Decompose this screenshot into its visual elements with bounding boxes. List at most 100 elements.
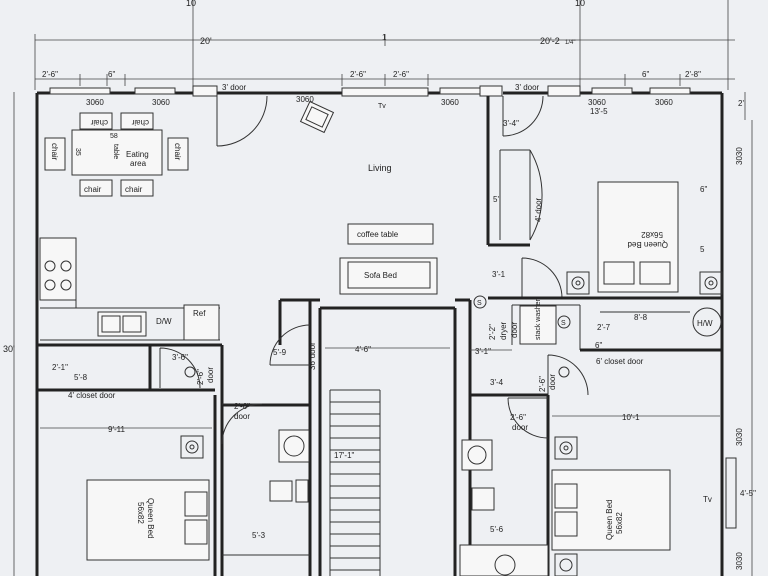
dim-2-6-v-left: 2'-6" xyxy=(196,369,205,385)
door-v-right: door xyxy=(548,374,557,390)
dining-table xyxy=(71,129,163,176)
dim-right-3030-c: 3030 xyxy=(735,552,744,570)
stair-hall: 5'-9 36"door 4'-6" 17'-1" xyxy=(269,298,470,576)
dim-top-right-total-frac: 1/4" xyxy=(565,40,575,46)
dim-seg-6-left: 6" xyxy=(108,70,115,79)
s-mark-a: S xyxy=(477,300,482,307)
dim-3-4: 3'-4" xyxy=(503,119,519,128)
dim-left-30: 30' xyxy=(3,344,15,354)
queen-bed-top xyxy=(597,181,679,293)
door-v-left: door xyxy=(206,367,215,383)
outlet-top-b xyxy=(699,271,723,295)
dim-5-3: 5'-3 xyxy=(252,531,266,540)
entry-door-swing xyxy=(216,95,268,147)
tv-top: Tv xyxy=(378,103,386,110)
dim-right-3030-b: 3030 xyxy=(735,428,744,446)
hw-label: H/W xyxy=(697,319,713,328)
coffee-table xyxy=(347,223,434,245)
left-bath: 2'-6" door 5'-3 xyxy=(220,300,312,576)
dim-6-right: 6" xyxy=(700,185,707,194)
dim-5-8: 5'-8 xyxy=(74,373,88,382)
dim-5-9: 5'-9 xyxy=(273,348,287,357)
side-dimensions: 30' 2' 3030 3030 3030 4'-5" Tv xyxy=(3,92,756,576)
door-s-label: door xyxy=(510,322,519,338)
dim-top-tick-b: 10 xyxy=(575,0,585,8)
dim-3-4-b: 3'-4 xyxy=(490,378,504,387)
dim-4-6: 4'-6" xyxy=(355,345,371,354)
window-3060-a: 3060 xyxy=(86,98,104,107)
window-3060-f: 3060 xyxy=(655,98,673,107)
stack-washer-label: stack washer xyxy=(535,298,542,340)
dw-label: D/W xyxy=(156,317,172,326)
door-36: 36"door xyxy=(308,342,317,370)
chair-label-tl: chair xyxy=(90,118,108,127)
chair-label-bl: chair xyxy=(84,185,102,194)
dim-9-11: 9'-11 xyxy=(108,425,125,434)
dim-seg-6-right: 6" xyxy=(642,70,649,79)
living-label: Living xyxy=(368,163,392,173)
outlet-bottom-b xyxy=(554,553,578,576)
door-3-left: 3' door xyxy=(222,83,247,92)
bed-size-right: 56x82 xyxy=(615,512,624,534)
kitchen: D/W Ref xyxy=(39,237,220,341)
dim-5-6-right: 5'-6 xyxy=(490,525,504,534)
door-3-right: 3' door xyxy=(515,83,540,92)
dim-right-4-5: 4'-5" xyxy=(740,489,756,498)
dim-6-closet: 6" xyxy=(595,341,602,350)
window-3060-c: 3060 xyxy=(296,95,314,104)
dim-2-1: 2'-1" xyxy=(52,363,68,372)
s-mark-b: S xyxy=(561,320,566,327)
exterior-walls xyxy=(35,85,724,576)
dim-top-tick-a: 10 xyxy=(186,0,196,8)
dim-2-6-v-right: 2'-6" xyxy=(538,376,547,392)
chair-label-r: chair xyxy=(173,143,182,161)
queen-bed-top-label: Queen Bed xyxy=(628,240,668,249)
dim-10-1: 10'-1 xyxy=(622,413,640,422)
left-bedroom: 2'-1" 5'-8 4' closet door 3'-6" 2'-6" do… xyxy=(37,343,222,576)
sofa-bed-label: Sofa Bed xyxy=(364,271,397,280)
top-wall-labels: 3060 3060 3' door 3060 Tv 3060 3' door 3… xyxy=(86,83,673,116)
dim-seg-2-6-left: 2'-6" xyxy=(42,70,58,79)
dim-right-2: 2' xyxy=(738,99,744,108)
door-4: 4' door xyxy=(534,197,543,222)
table-label: table xyxy=(112,144,119,159)
queen-bed-right-label: Queen Bed xyxy=(605,500,614,540)
closet-door-left: 4' closet door xyxy=(68,391,116,400)
dim-2-2: 2'-2" xyxy=(488,324,497,340)
dim-3-1-top: 3'-1 xyxy=(492,270,506,279)
window-3060-d: 3060 xyxy=(441,98,459,107)
chair-label-l: chair xyxy=(50,143,59,161)
closet-door-right: 6' closet door xyxy=(596,357,644,366)
dim-58: 58 xyxy=(110,133,118,140)
ref-label: Ref xyxy=(193,309,206,318)
dim-5-right: 5 xyxy=(700,245,705,254)
dim-top-left-total: 20' xyxy=(200,36,212,46)
outlet-top-a xyxy=(566,271,590,295)
chair-label-tr: chair xyxy=(131,118,149,127)
outlet-left xyxy=(180,435,204,459)
dim-right-tv: Tv xyxy=(703,495,712,504)
chair-label-br: chair xyxy=(125,185,143,194)
window-3060-b: 3060 xyxy=(152,98,170,107)
eating-label-1: Eating xyxy=(126,150,149,159)
dim-8-8: 8'-8 xyxy=(634,313,648,322)
dim-17-1: 17'-1" xyxy=(334,451,355,460)
right-bedroom-bottom: 3'-4 2'-6" door 2'-6" door 5'-6 10'-1 Qu… xyxy=(459,354,720,576)
dim-13-5: 13'-5 xyxy=(590,107,608,116)
eating-area: chair chair chair chair chair chair 58 3… xyxy=(44,112,189,197)
dim-seg-2-6-mid-a: 2'-6" xyxy=(350,70,366,79)
queen-bed-left-label: Queen Bed xyxy=(146,498,155,538)
outlet-bottom xyxy=(554,436,578,460)
stair-treads xyxy=(329,389,381,576)
right-bedroom-top: 3'-4" 5' 4' door Queen Bed 56x82 6" 5 3'… xyxy=(486,96,723,300)
window-3060-e: 3060 xyxy=(588,98,606,107)
dim-3-6: 3'-6" xyxy=(172,353,188,362)
laundry: S S 2'-2" dryer door stack washer 2'-7 6… xyxy=(468,295,722,576)
queen-bed-right xyxy=(551,469,671,551)
top-dimensions: 10 10 20' 1 20'-2 1/4" 2'-6" 6" 2'-6" 2'… xyxy=(34,0,735,90)
dim-seg-2-6-mid-b: 2'-6" xyxy=(393,70,409,79)
coffee-table-label: coffee table xyxy=(357,230,399,239)
dryer-label: dryer xyxy=(499,321,508,340)
dim-top-right-total: 20'-2 xyxy=(540,36,560,46)
door-right: door xyxy=(512,423,528,432)
